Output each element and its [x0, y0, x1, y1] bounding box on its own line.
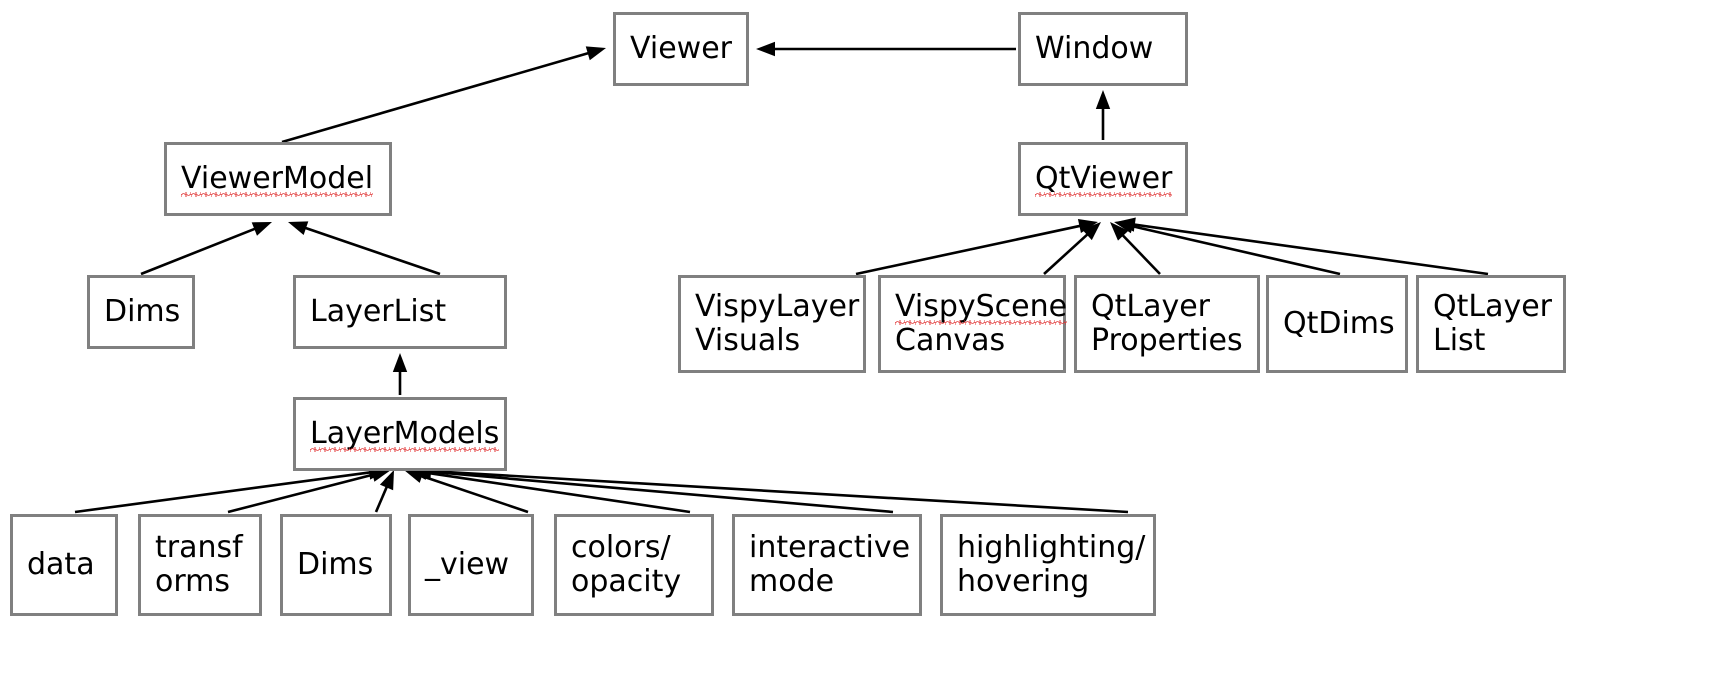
- edge-e-qtdims-qtviewer: [1114, 219, 1341, 276]
- edge-line: [429, 469, 1129, 514]
- node-dims2: Dims: [280, 514, 392, 616]
- arrowhead: [288, 221, 309, 235]
- edge-line: [140, 227, 257, 276]
- arrowhead: [1110, 222, 1129, 241]
- node-label: QtLayer List: [1433, 289, 1553, 358]
- node-label: QtViewer: [1035, 161, 1173, 197]
- node-viewermodel: ViewerModel: [164, 142, 392, 216]
- node-colorsopacity: colors/ opacity: [554, 514, 714, 616]
- arrowhead: [756, 41, 775, 57]
- edge-line: [281, 51, 590, 144]
- node-layerlist: LayerList: [293, 275, 507, 349]
- arrowhead: [251, 222, 272, 236]
- node-data: data: [10, 514, 118, 616]
- node-label: QtDims: [1283, 306, 1395, 342]
- edge-e-dims2-lm: [374, 470, 394, 513]
- node-highlighthover: highlighting/ hovering: [940, 514, 1156, 616]
- node-layermodels: LayerModels: [293, 397, 507, 471]
- arrowhead: [392, 353, 408, 372]
- edge-e-qlp-qtviewer: [1110, 222, 1161, 275]
- node-label: LayerModels: [310, 416, 500, 452]
- arrowhead: [404, 469, 425, 483]
- edge-line: [227, 473, 375, 514]
- arrowhead: [1095, 90, 1111, 109]
- edge-e-highlight-lm: [412, 463, 1129, 514]
- edge-line: [425, 471, 691, 514]
- edge-line: [1133, 223, 1489, 276]
- edge-e-data-lm: [74, 465, 388, 514]
- node-viewer: Viewer: [613, 12, 749, 86]
- node-label: VispyScene Canvas: [895, 289, 1068, 358]
- edge-line: [427, 470, 894, 514]
- node-qtdims: QtDims: [1266, 275, 1408, 373]
- node-transforms: transf orms: [138, 514, 262, 616]
- node-label: Dims: [297, 547, 374, 583]
- edge-e-vsc-qtviewer: [1043, 222, 1101, 275]
- node-qtlayerlist: QtLayer List: [1416, 275, 1566, 373]
- node-label: data: [27, 547, 95, 583]
- arrowhead: [1082, 222, 1101, 241]
- node-window: Window: [1018, 12, 1188, 86]
- node-dims: Dims: [87, 275, 195, 349]
- node-label: VispyLayer Visuals: [695, 289, 860, 358]
- edge-line: [855, 224, 1082, 276]
- edge-line: [1043, 232, 1089, 275]
- node-label: highlighting/ hovering: [957, 530, 1146, 599]
- node-qtlayerproperties: QtLayer Properties: [1074, 275, 1260, 373]
- edge-e-vlv-qtviewer: [855, 218, 1098, 276]
- arrowhead: [1116, 217, 1136, 232]
- node-label: transf orms: [155, 530, 243, 599]
- node-label: ViewerModel: [181, 161, 374, 197]
- edge-e-dims-viewermodel: [140, 222, 272, 276]
- edge-line: [374, 485, 389, 513]
- node-view: _view: [408, 514, 534, 616]
- edge-e-qll-qtviewer: [1116, 217, 1489, 276]
- node-label: interactive mode: [749, 530, 911, 599]
- edge-e-viewermodel-viewer: [281, 46, 606, 144]
- node-label: LayerList: [310, 294, 447, 330]
- arrowhead: [1077, 218, 1098, 234]
- edge-line: [74, 471, 371, 514]
- node-label: Dims: [104, 294, 181, 330]
- node-label: QtLayer Properties: [1091, 289, 1243, 358]
- node-label: _view: [425, 547, 510, 583]
- edge-e-interactive-lm: [410, 464, 894, 514]
- edge-line: [420, 474, 529, 514]
- node-label: Viewer: [630, 31, 732, 67]
- edge-e-transforms-lm: [227, 467, 391, 514]
- edge-line: [1130, 224, 1341, 276]
- edge-line: [1121, 233, 1161, 275]
- node-label: Window: [1035, 31, 1154, 67]
- edge-e-window-viewer: [756, 41, 1016, 57]
- edge-e-layermodels-ll: [392, 353, 408, 395]
- edge-e-layerlist-vm: [288, 221, 441, 276]
- node-vispyscenecanvas: VispyScene Canvas: [878, 275, 1068, 373]
- edge-e-qtviewer-window: [1095, 90, 1111, 140]
- node-vispylayervisuals: VispyLayer Visuals: [678, 275, 866, 373]
- edge-e-view-lm: [404, 469, 529, 514]
- node-label: colors/ opacity: [571, 530, 682, 599]
- arrowhead: [585, 46, 606, 61]
- edge-line: [304, 226, 441, 276]
- node-qtviewer: QtViewer: [1018, 142, 1188, 216]
- node-interactivemode: interactive mode: [732, 514, 922, 616]
- edge-e-colors-lm: [408, 465, 691, 514]
- arrowhead: [1114, 219, 1135, 234]
- arrowhead: [379, 470, 394, 491]
